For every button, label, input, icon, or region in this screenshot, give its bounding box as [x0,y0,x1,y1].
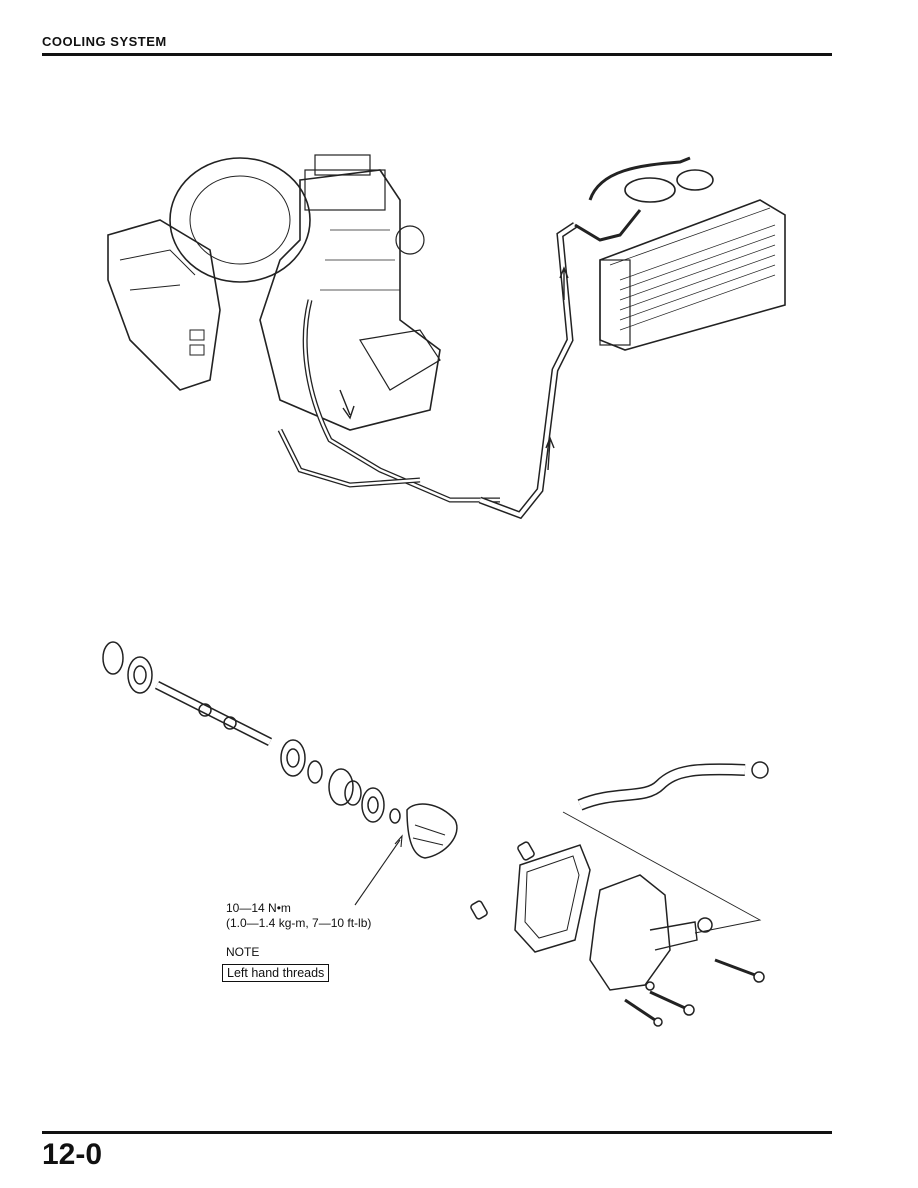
torque-line-1: 10—14 N•m [226,901,291,915]
bearing-1 [127,656,153,694]
note-box: Left hand threads [222,964,330,982]
dowel-pin-2 [470,900,488,920]
bolt-2 [649,990,686,1010]
oil-seal [361,787,385,823]
note-label: NOTE [226,945,260,959]
bolt-3 [624,998,656,1022]
bearing-2 [280,739,306,777]
mechanical-seal [328,768,354,806]
impeller [406,803,458,859]
header-rule [42,53,832,56]
water-pump-exploded-view [102,641,769,1027]
engine-block [259,169,441,431]
bolt-1 [714,958,756,977]
rear-wheel [169,157,311,283]
radiator-pipe [478,222,577,520]
washer [307,760,323,784]
footer-rule [42,1131,832,1134]
snap-ring [102,641,124,675]
hose-clamp-1 [751,761,769,779]
transmission-case [107,219,221,391]
cooling-system-illustration [107,154,786,520]
coolant-hose-lower [302,299,500,503]
section-title: COOLING SYSTEM [42,34,167,49]
pump-gasket [514,844,591,953]
dowel-pin-1 [517,841,535,861]
radiator-cap [624,177,676,203]
pump-cover [589,874,671,991]
torque-line-2: (1.0—1.4 kg-m, 7—10 ft-lb) [226,916,372,930]
hose-clamp-2 [697,917,713,933]
torque-spec: 10—14 N•m (1.0—1.4 kg-m, 7—10 ft-lb) [226,901,371,931]
page-number: 12-0 [42,1138,103,1171]
